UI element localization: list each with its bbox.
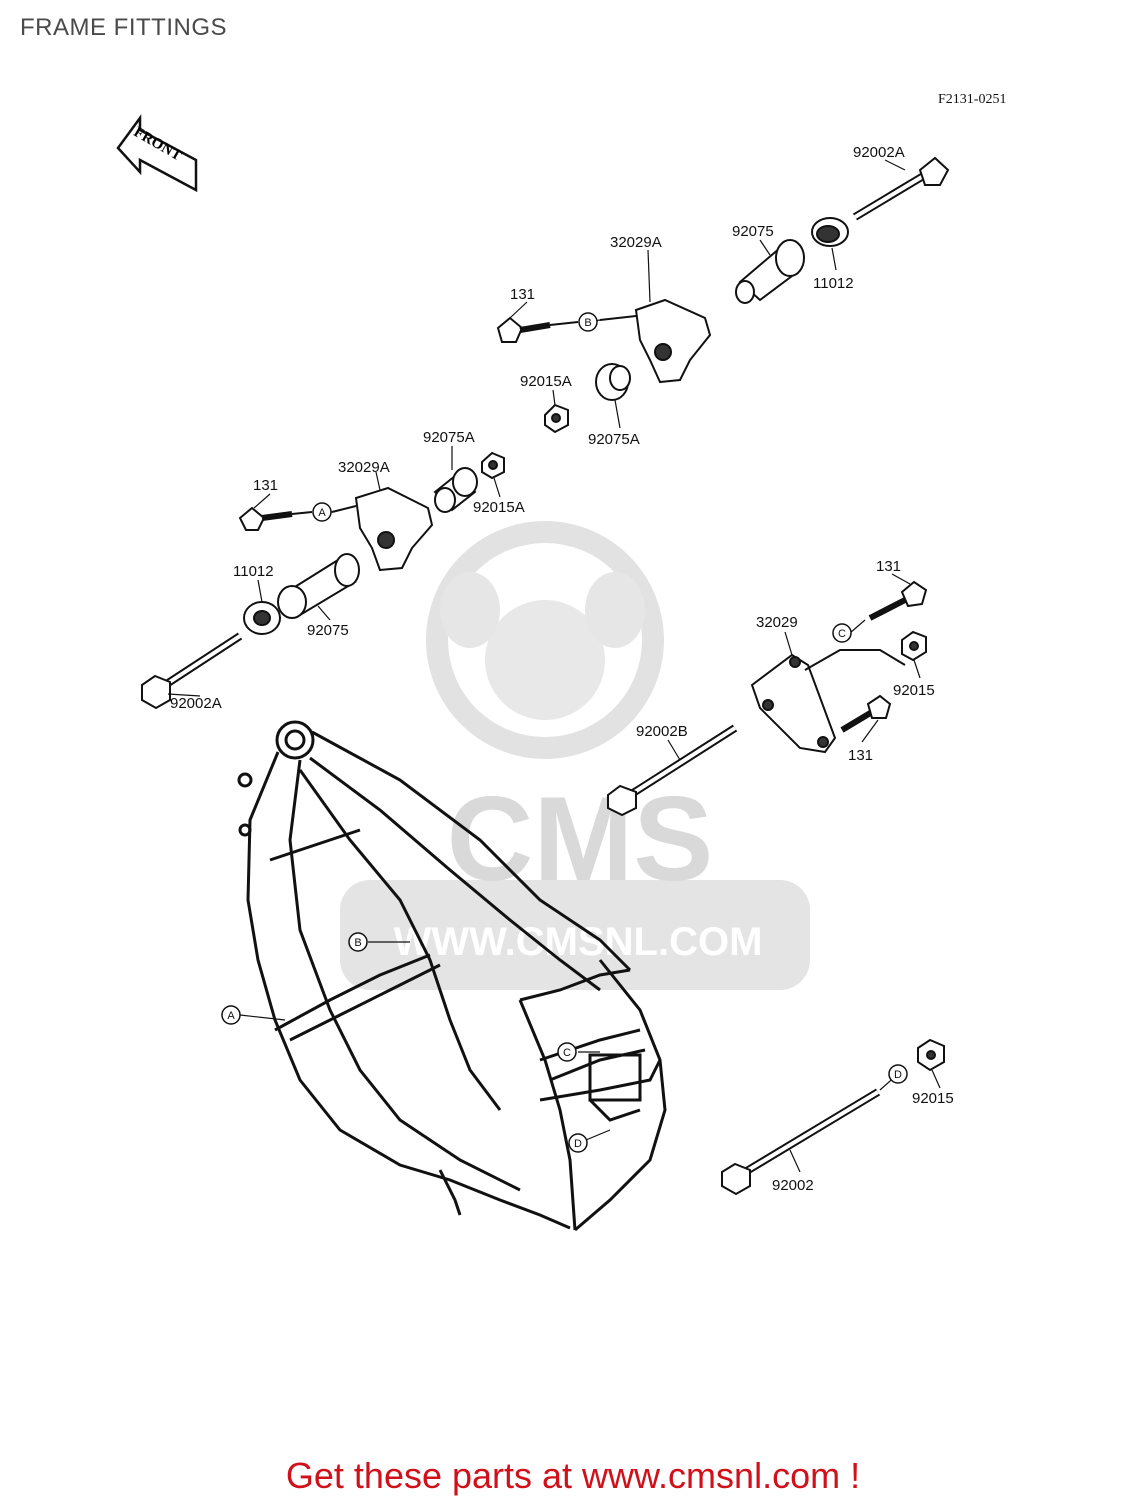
marker-c-upper: C bbox=[832, 623, 852, 643]
label-92002-bottom: 92002 bbox=[772, 1177, 814, 1194]
nut-92015-bottom bbox=[917, 1038, 945, 1072]
label-92015-bottom: 92015 bbox=[912, 1090, 954, 1107]
label-92002B: 92002B bbox=[636, 723, 688, 740]
marker-d-right: D bbox=[888, 1064, 908, 1084]
watermark-url-text: WWW.CMSNL.COM bbox=[394, 920, 763, 964]
bracket-32029A-upper bbox=[599, 298, 712, 384]
bolt-92002-bottom bbox=[721, 1088, 881, 1196]
label-92075-upper: 92075 bbox=[732, 223, 774, 240]
damper-92075A-upper bbox=[595, 363, 631, 401]
svg-text:C: C bbox=[563, 1047, 571, 1059]
svg-text:B: B bbox=[584, 317, 591, 329]
label-11012-lower: 11012 bbox=[233, 563, 274, 580]
label-92015-right: 92015 bbox=[893, 682, 935, 699]
part-labels: 92002A 92075 11012 32029A 131 92015A 920… bbox=[170, 144, 954, 1194]
bolt-131-right-bottom bbox=[840, 694, 892, 733]
rubber-92075-lower bbox=[277, 553, 360, 619]
nut-92015A-middle bbox=[481, 451, 505, 480]
label-32029A-middle: 32029A bbox=[338, 459, 390, 476]
damper-92075A-middle bbox=[433, 467, 478, 513]
label-92015A-middle: 92015A bbox=[473, 499, 525, 516]
marker-c-frame: C bbox=[557, 1042, 577, 1062]
bolt-92002A-lower bbox=[141, 632, 243, 710]
watermark: CMS WWW.CMSNL.COM bbox=[340, 521, 810, 990]
bolt-131-right-top bbox=[868, 580, 928, 621]
reference-markers: B A C B A C D D bbox=[221, 312, 908, 1153]
bolt-92002B bbox=[607, 724, 738, 817]
rubber-92075-upper bbox=[735, 239, 805, 304]
motorcycle-frame bbox=[237, 720, 667, 1232]
label-92015A-upper: 92015A bbox=[520, 373, 572, 390]
bolt-131-upper bbox=[496, 316, 579, 343]
marker-d-frame: D bbox=[568, 1133, 588, 1153]
bracket-32029A-middle bbox=[331, 486, 434, 572]
label-131-middle: 131 bbox=[253, 477, 278, 494]
label-131-right-bottom: 131 bbox=[848, 747, 873, 764]
bolt-131-middle bbox=[238, 506, 313, 531]
watermark-logo-text: CMS bbox=[447, 772, 714, 906]
marker-a-upper: A bbox=[312, 502, 332, 522]
marker-b-upper: B bbox=[578, 312, 598, 332]
svg-text:D: D bbox=[894, 1069, 902, 1081]
label-11012-upper: 11012 bbox=[813, 275, 854, 292]
svg-text:B: B bbox=[354, 937, 361, 949]
svg-text:D: D bbox=[574, 1138, 582, 1150]
bolt-92002A-upper bbox=[852, 156, 950, 221]
svg-text:A: A bbox=[227, 1010, 235, 1022]
label-131-right-top: 131 bbox=[876, 558, 901, 575]
label-32029A-upper: 32029A bbox=[610, 234, 662, 251]
svg-text:A: A bbox=[318, 507, 326, 519]
svg-text:C: C bbox=[838, 628, 846, 640]
label-92002A-lower: 92002A bbox=[170, 695, 222, 712]
page-title: FRAME FITTINGS bbox=[20, 14, 227, 41]
promo-link[interactable]: Get these parts at www.cmsnl.com ! bbox=[285, 1455, 861, 1496]
leader-lines bbox=[167, 159, 941, 1173]
nut-92015A-upper bbox=[544, 403, 569, 434]
front-arrow-icon: FRONT bbox=[116, 114, 198, 193]
collar-11012-lower bbox=[243, 601, 281, 635]
label-92075A-upper: 92075A bbox=[588, 431, 640, 448]
label-32029: 32029 bbox=[756, 614, 798, 631]
label-131-upper: 131 bbox=[510, 286, 535, 303]
label-92075-lower: 92075 bbox=[307, 622, 349, 639]
marker-a-frame: A bbox=[221, 1005, 241, 1025]
label-92075A-middle: 92075A bbox=[423, 429, 475, 446]
diagram-code: F2131-0251 bbox=[938, 92, 1007, 107]
collar-11012-upper bbox=[811, 217, 849, 247]
marker-b-frame: B bbox=[348, 932, 368, 952]
label-92002A-upper: 92002A bbox=[853, 144, 905, 161]
nut-92015-right bbox=[901, 630, 927, 662]
bracket-32029 bbox=[750, 649, 906, 754]
